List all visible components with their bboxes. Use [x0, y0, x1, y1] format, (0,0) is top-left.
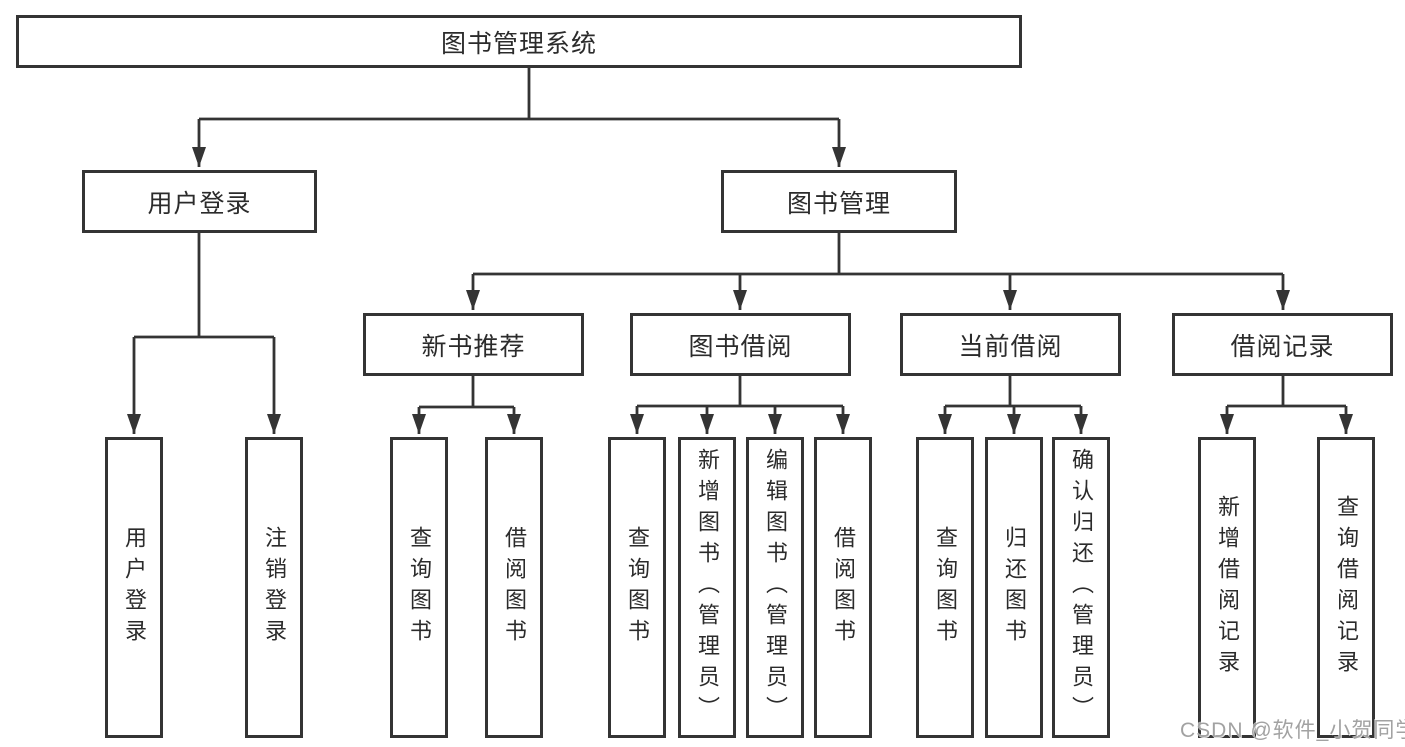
node-query-borrow-record: 查询借阅记录: [1317, 437, 1375, 738]
node-library-system: 图书管理系统: [16, 15, 1022, 68]
node-query-books-recommend: 查询图书: [390, 437, 448, 738]
node-edit-books-admin: 编辑图书（管理员）: [746, 437, 804, 738]
node-user-login: 用户登录: [82, 170, 317, 233]
node-query-books-borrowing: 查询图书: [608, 437, 666, 738]
node-borrowing-records: 借阅记录: [1172, 313, 1393, 376]
node-borrow-books: 借阅图书: [814, 437, 872, 738]
node-query-books-current: 查询图书: [916, 437, 974, 738]
node-login: 用户登录: [105, 437, 163, 738]
node-logout: 注销登录: [245, 437, 303, 738]
node-current-borrowing: 当前借阅: [900, 313, 1121, 376]
node-add-borrow-record: 新增借阅记录: [1198, 437, 1256, 738]
node-book-borrowing: 图书借阅: [630, 313, 851, 376]
node-book-management: 图书管理: [721, 170, 957, 233]
node-return-books: 归还图书: [985, 437, 1043, 738]
watermark-text: CSDN @软件_小贺同学: [1180, 719, 1405, 742]
node-confirm-return-admin: 确认归还（管理员）: [1052, 437, 1110, 738]
node-add-books-admin: 新增图书（管理员）: [678, 437, 736, 738]
node-borrow-books-recommend: 借阅图书: [485, 437, 543, 738]
node-new-book-recommend: 新书推荐: [363, 313, 584, 376]
